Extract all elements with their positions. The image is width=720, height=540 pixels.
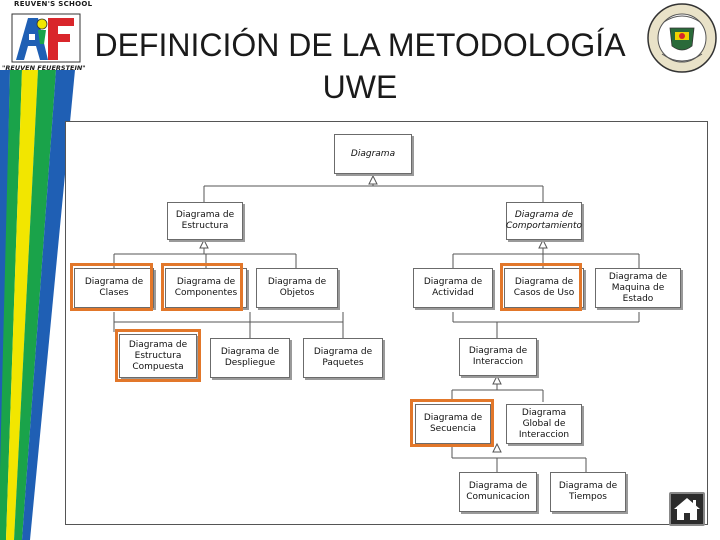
node-compuesta: Diagrama de Estructura Compuesta xyxy=(119,334,197,378)
hierarchy-connectors xyxy=(113,174,640,472)
title-line-2: UWE xyxy=(322,69,398,105)
node-clases: Diagrama de Clases xyxy=(74,268,154,308)
node-actividad: Diagrama de Actividad xyxy=(413,268,493,308)
node-maquina-estado: Diagrama de Maquina de Estado xyxy=(595,268,681,308)
node-secuencia: Diagrama de Secuencia xyxy=(415,404,491,444)
home-icon xyxy=(674,498,700,520)
highlight-casos-uso xyxy=(500,263,582,311)
node-componentes: Diagrama de Componentes xyxy=(165,268,247,308)
highlight-compuesta xyxy=(115,329,201,382)
university-seal-icon xyxy=(647,3,717,73)
school-name-top: REUVEN'S SCHOOL xyxy=(14,0,93,8)
highlight-componentes xyxy=(161,263,243,311)
page-title: DEFINICIÓN DE LA METODOLOGÍA UWE xyxy=(75,24,645,108)
node-comportamiento: Diagrama de Comportamiento xyxy=(506,202,582,240)
title-line-1: DEFINICIÓN DE LA METODOLOGÍA xyxy=(94,27,626,63)
node-casos-uso: Diagrama de Casos de Uso xyxy=(504,268,584,308)
decorative-stripes xyxy=(0,70,75,540)
node-tiempos: Diagrama de Tiempos xyxy=(550,472,626,512)
node-interaccion: Diagrama de Interaccion xyxy=(459,338,537,376)
node-despliegue: Diagrama de Despliegue xyxy=(210,338,290,378)
node-paquetes: Diagrama de Paquetes xyxy=(303,338,383,378)
highlight-clases xyxy=(70,263,153,311)
node-diagrama: Diagrama xyxy=(334,134,412,174)
uml-diagram-image: Diagrama Diagrama de Estructura Diagrama… xyxy=(65,121,708,525)
node-objetos: Diagrama de Objetos xyxy=(256,268,338,308)
node-global-interaccion: Diagrama Global de Interaccion xyxy=(506,404,582,444)
node-comunicacion: Diagrama de Comunicacion xyxy=(459,472,537,512)
node-estructura: Diagrama de Estructura xyxy=(167,202,243,240)
home-button[interactable] xyxy=(669,492,705,526)
school-name-bottom: "REUVEN FEUERSTEIN" xyxy=(2,64,86,72)
highlight-secuencia xyxy=(410,399,494,447)
school-logo-icon xyxy=(11,13,81,63)
